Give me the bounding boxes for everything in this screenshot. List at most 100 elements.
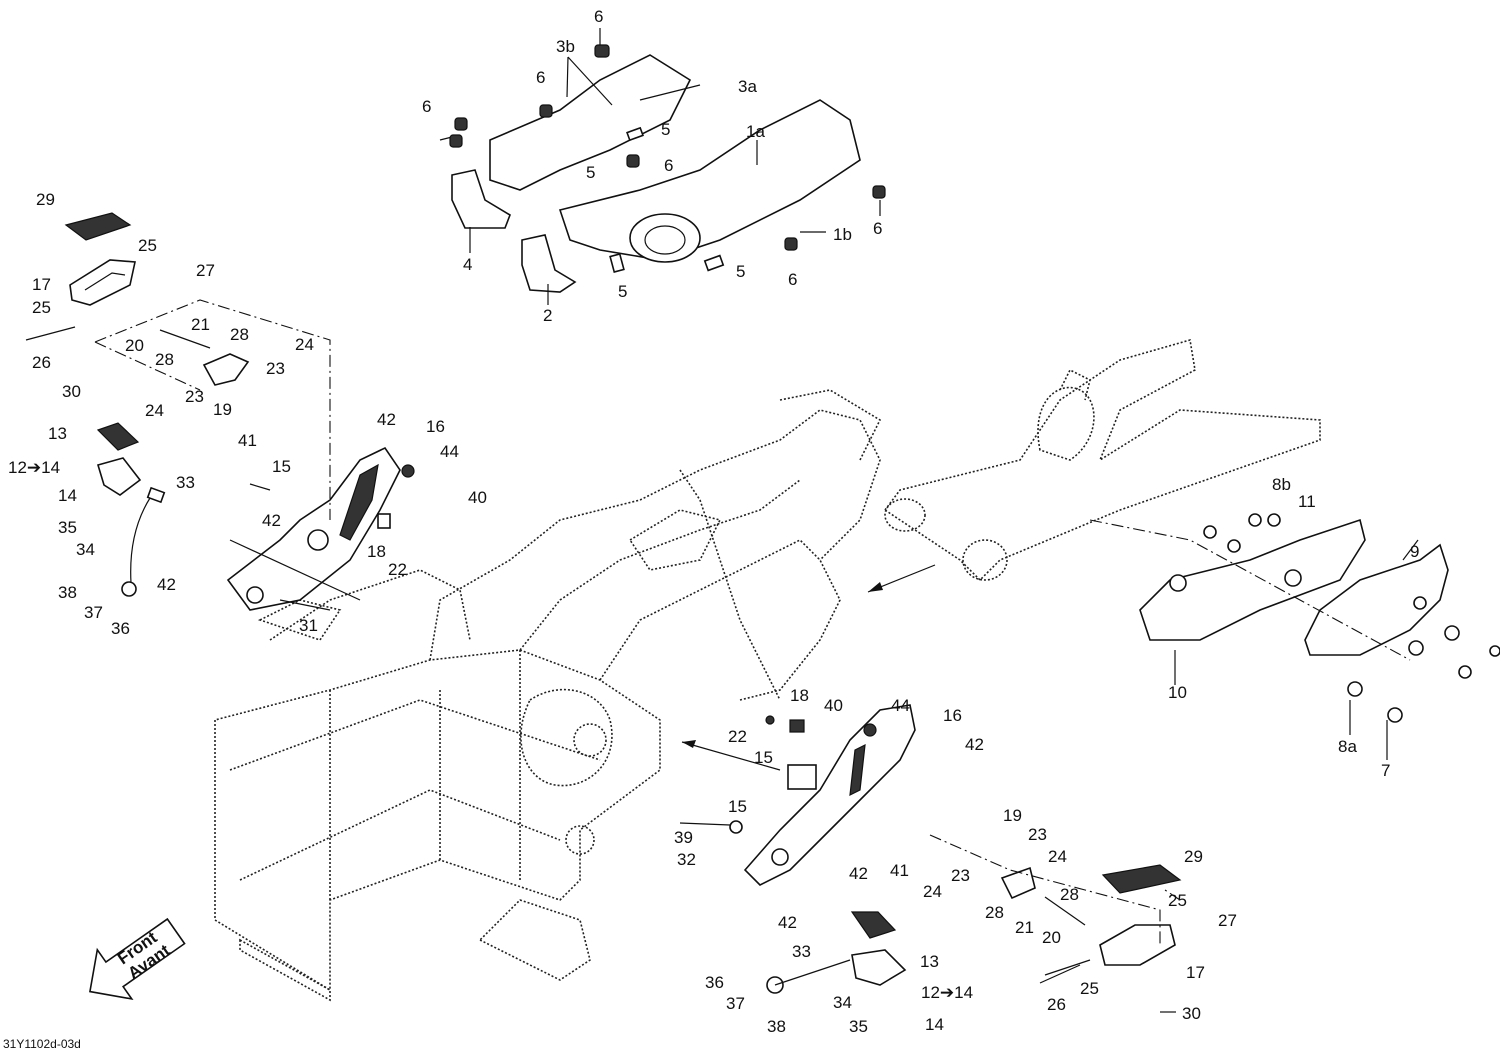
callout: 20 [125,336,144,355]
callout: 7 [1381,761,1390,780]
callout: 21 [1015,918,1034,937]
callout: 18 [790,686,809,705]
callout: 19 [1003,806,1022,825]
callout: 25 [1080,979,1099,998]
callout: 27 [1218,911,1237,930]
callout: 29 [1184,847,1203,866]
callout: 35 [849,1017,868,1036]
callout: 15 [754,748,773,767]
callout: 40 [824,696,843,715]
callout: 28 [230,325,249,344]
callout: 39 [674,828,693,847]
diagram-code: 31Y1102d-03d [3,1037,81,1051]
callout: 24 [145,401,164,420]
callout: 37 [726,994,745,1013]
right-guards [1139,518,1449,656]
callout: 44 [440,442,459,461]
callout: 33 [176,473,195,492]
callout: 30 [1182,1004,1201,1023]
callout: 5 [586,163,595,182]
callout: 12➔14 [921,983,973,1002]
callout: 13 [920,952,939,971]
callout: 8a [1338,737,1357,756]
callout: 22 [728,727,747,746]
callout: 41 [238,431,257,450]
callout: 29 [36,190,55,209]
callout: 40 [468,488,487,507]
callout: 6 [422,97,431,116]
callout: 42 [262,511,281,530]
callout: 9 [1410,542,1419,561]
callout: 16 [426,417,445,436]
callout: 25 [1168,891,1187,910]
callout: 38 [58,583,77,602]
callout: 5 [661,120,670,139]
upper-subframe [451,54,861,293]
callout: 18 [367,542,386,561]
callout: 23 [266,359,285,378]
callout: 12➔14 [8,458,60,477]
callout-labels: 6 3b 3a 6 6 1a 5 6 5 6 1b 4 5 5 6 2 29 2… [8,7,1419,1036]
callout: 24 [1048,847,1067,866]
callout: 31 [299,616,318,635]
callout: 35 [58,518,77,537]
callout: 42 [849,864,868,883]
callout: 21 [191,315,210,334]
right-footrest-bracket [743,704,916,886]
callout: 23 [1028,825,1047,844]
callout: 1b [833,225,852,244]
callout: 32 [677,850,696,869]
callout: 36 [705,973,724,992]
callout: 37 [84,603,103,622]
callout: 5 [736,262,745,281]
callout: 6 [664,156,673,175]
callout: 42 [377,410,396,429]
callout: 20 [1042,928,1061,947]
callout: 14 [58,486,77,505]
callout: 22 [388,560,407,579]
hardware [25,44,1500,976]
callout: 36 [111,619,130,638]
main-frame [214,389,882,1002]
callout: 15 [272,457,291,476]
callout: 25 [32,298,51,317]
callout: 34 [833,993,852,1012]
callout: 6 [788,270,797,289]
callout: 41 [890,861,909,880]
right-footboard [766,864,1182,994]
callout: 14 [925,1015,944,1034]
callout: 42 [965,735,984,754]
callout: 6 [594,7,603,26]
swing-arm [883,338,1321,582]
left-footrest-bracket [226,446,415,611]
callout: 6 [873,219,882,238]
callout: 27 [196,261,215,280]
callout: 25 [138,236,157,255]
callout: 24 [923,882,942,901]
callout: 24 [295,335,314,354]
left-footboard [64,212,250,597]
callout: 17 [32,275,51,294]
callout: 2 [543,306,552,325]
callout: 15 [728,797,747,816]
callout: 23 [951,866,970,885]
callout: 28 [155,350,174,369]
callout: 10 [1168,683,1187,702]
callout: 3b [556,37,575,56]
callout: 42 [778,913,797,932]
callout: 34 [76,540,95,559]
callout: 1a [746,122,765,141]
callout: 4 [463,255,472,274]
callout: 8b [1272,475,1291,494]
callout: 23 [185,387,204,406]
callout: 44 [891,696,910,715]
callout: 3a [738,77,757,96]
callout: 28 [1060,885,1079,904]
callout: 42 [157,575,176,594]
callout: 30 [62,382,81,401]
callout: 13 [48,424,67,443]
callout: 11 [1298,492,1316,511]
callout: 38 [767,1017,786,1036]
callout: 26 [1047,995,1066,1014]
